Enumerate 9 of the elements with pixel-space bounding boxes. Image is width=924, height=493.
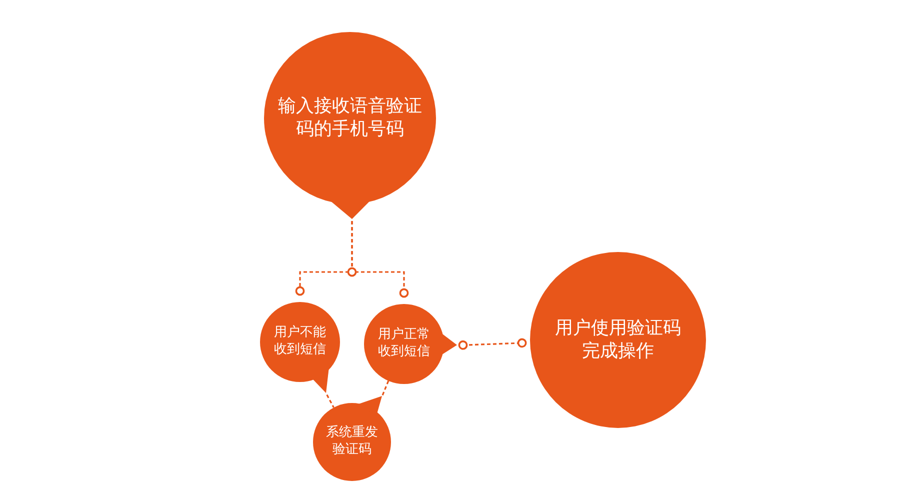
dashed-connector <box>458 338 527 350</box>
node-text: 系统重发验证码 <box>325 425 379 459</box>
node-text: 输入接收语音验证码的手机号码 <box>277 94 423 142</box>
dashed-connector <box>382 380 390 396</box>
node-text: 用户使用验证码完成操作 <box>554 316 682 364</box>
dashed-connector <box>326 394 334 408</box>
dashed-connector <box>351 221 409 298</box>
node-text: 用户不能收到短信 <box>273 325 327 359</box>
node-text: 用户正常收到短信 <box>377 327 431 361</box>
